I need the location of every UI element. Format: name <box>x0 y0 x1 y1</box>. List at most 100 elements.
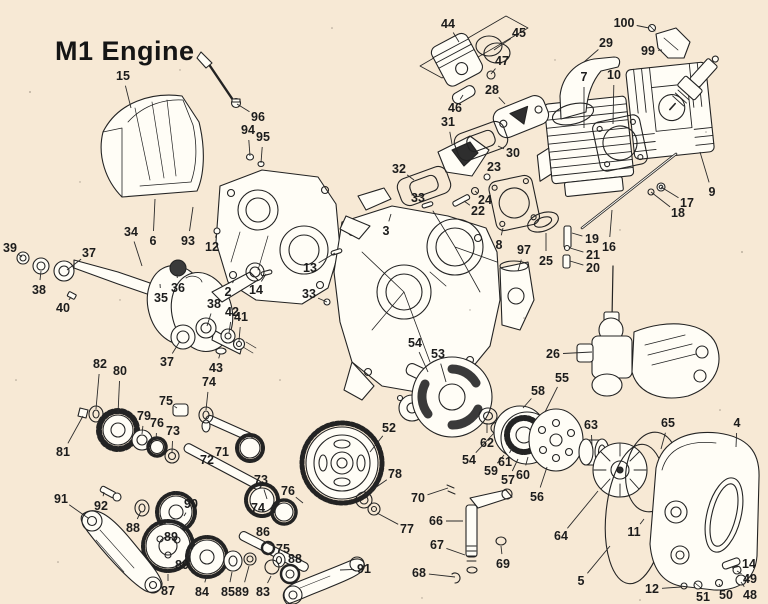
leader-line-89 <box>187 547 194 557</box>
part-label-92: 92 <box>94 498 108 513</box>
leader-line-63 <box>591 434 593 446</box>
part-label-41: 41 <box>234 309 248 324</box>
kick-shaft <box>183 443 298 526</box>
primary-gear <box>299 420 385 506</box>
leader-line-29 <box>583 49 599 63</box>
part-label-29: 29 <box>599 35 613 50</box>
reed-valve <box>437 135 490 177</box>
part-label-43: 43 <box>209 360 223 375</box>
leader-line-45 <box>493 38 511 51</box>
leader-line-33 <box>317 297 328 303</box>
part-label-45: 45 <box>512 25 526 40</box>
leader-line-58 <box>522 398 532 409</box>
leader-line-68 <box>428 573 456 578</box>
kickstart-lever <box>446 484 513 584</box>
part-label-97: 97 <box>517 242 531 257</box>
leader-line-75 <box>174 406 178 409</box>
part-label-89: 89 <box>235 584 249 599</box>
leader-line-28 <box>498 96 506 105</box>
leader-line-9 <box>699 151 710 183</box>
leader-line-56 <box>539 466 548 488</box>
part-label-19: 19 <box>585 231 599 246</box>
part-label-17: 17 <box>680 195 694 210</box>
leader-line-17 <box>660 186 679 199</box>
part-label-28: 28 <box>485 82 499 97</box>
side-cover <box>649 431 760 591</box>
leader-line-74 <box>205 391 209 411</box>
head-gasket <box>592 114 648 172</box>
part-label-84: 84 <box>195 584 209 599</box>
leader-line-47 <box>490 68 496 75</box>
part-label-38: 38 <box>207 296 221 311</box>
part-label-32: 32 <box>392 161 406 176</box>
part-label-58: 58 <box>531 383 545 398</box>
leader-line-20 <box>569 260 584 266</box>
part-label-3: 3 <box>382 223 390 238</box>
part-label-8: 8 <box>495 237 503 252</box>
part-label-86: 86 <box>256 524 270 539</box>
gasket-32 <box>396 165 452 207</box>
leader-line-42 <box>228 321 232 334</box>
leader-line-84 <box>204 574 208 583</box>
leader-line-52 <box>369 435 384 453</box>
base-gasket <box>488 174 540 232</box>
part-label-39: 39 <box>3 240 17 255</box>
part-label-20: 20 <box>586 260 600 275</box>
part-label-26: 26 <box>546 346 560 361</box>
leader-line-54 <box>475 432 495 454</box>
part-label-33: 33 <box>302 286 316 301</box>
part-label-25: 25 <box>539 253 553 268</box>
spark-plug <box>647 23 719 111</box>
exhaust-elbow <box>551 56 621 126</box>
part-label-9: 9 <box>708 184 716 199</box>
part-label-91: 91 <box>357 561 371 576</box>
part-label-2: 2 <box>224 284 232 299</box>
leader-line-79 <box>141 425 144 435</box>
part-label-74: 74 <box>202 374 216 389</box>
part-label-23: 23 <box>487 159 501 174</box>
leader-line-57 <box>511 458 519 472</box>
part-label-60: 60 <box>516 467 530 482</box>
part-label-99: 99 <box>641 43 655 58</box>
leader-line-80 <box>117 380 120 415</box>
part-label-31: 31 <box>441 114 455 129</box>
leader-line-26 <box>562 351 593 354</box>
part-label-42: 42 <box>225 304 239 319</box>
leader-line-38 <box>39 270 42 281</box>
part-label-5: 5 <box>577 573 585 588</box>
part-label-15: 15 <box>116 68 130 83</box>
leader-line-15 <box>124 85 132 109</box>
leader-line-41 <box>238 326 241 342</box>
part-label-91: 91 <box>54 491 68 506</box>
leader-line-43 <box>218 353 221 359</box>
leader-line-61 <box>509 447 513 454</box>
part-label-75: 75 <box>276 541 290 556</box>
leader-line-44 <box>452 32 460 43</box>
part-label-96: 96 <box>251 109 265 124</box>
flywheel-bolt-96 <box>196 51 265 168</box>
part-label-64: 64 <box>554 528 568 543</box>
leader-line-14 <box>260 273 267 282</box>
part-label-79: 79 <box>137 408 151 423</box>
leader-line-40 <box>68 296 72 301</box>
part-label-56: 56 <box>530 489 544 504</box>
leader-line-54 <box>418 351 429 373</box>
part-label-10: 10 <box>607 67 621 82</box>
part-label-50: 50 <box>719 587 733 602</box>
part-label-87: 87 <box>161 583 175 598</box>
part-label-76: 76 <box>150 415 164 430</box>
part-label-89: 89 <box>175 557 189 572</box>
leader-line-5 <box>587 545 611 574</box>
leader-line-93 <box>189 206 194 232</box>
leader-line-4 <box>735 432 738 448</box>
part-label-76: 76 <box>281 483 295 498</box>
part-label-44: 44 <box>441 16 455 31</box>
leader-line-85 <box>229 571 233 583</box>
gear-cluster <box>134 491 314 593</box>
leader-line-76 <box>295 496 304 504</box>
leader-line-55 <box>544 386 558 413</box>
intake-manifold <box>492 95 550 139</box>
crankcase-left <box>215 169 341 305</box>
part-label-16: 16 <box>602 239 616 254</box>
